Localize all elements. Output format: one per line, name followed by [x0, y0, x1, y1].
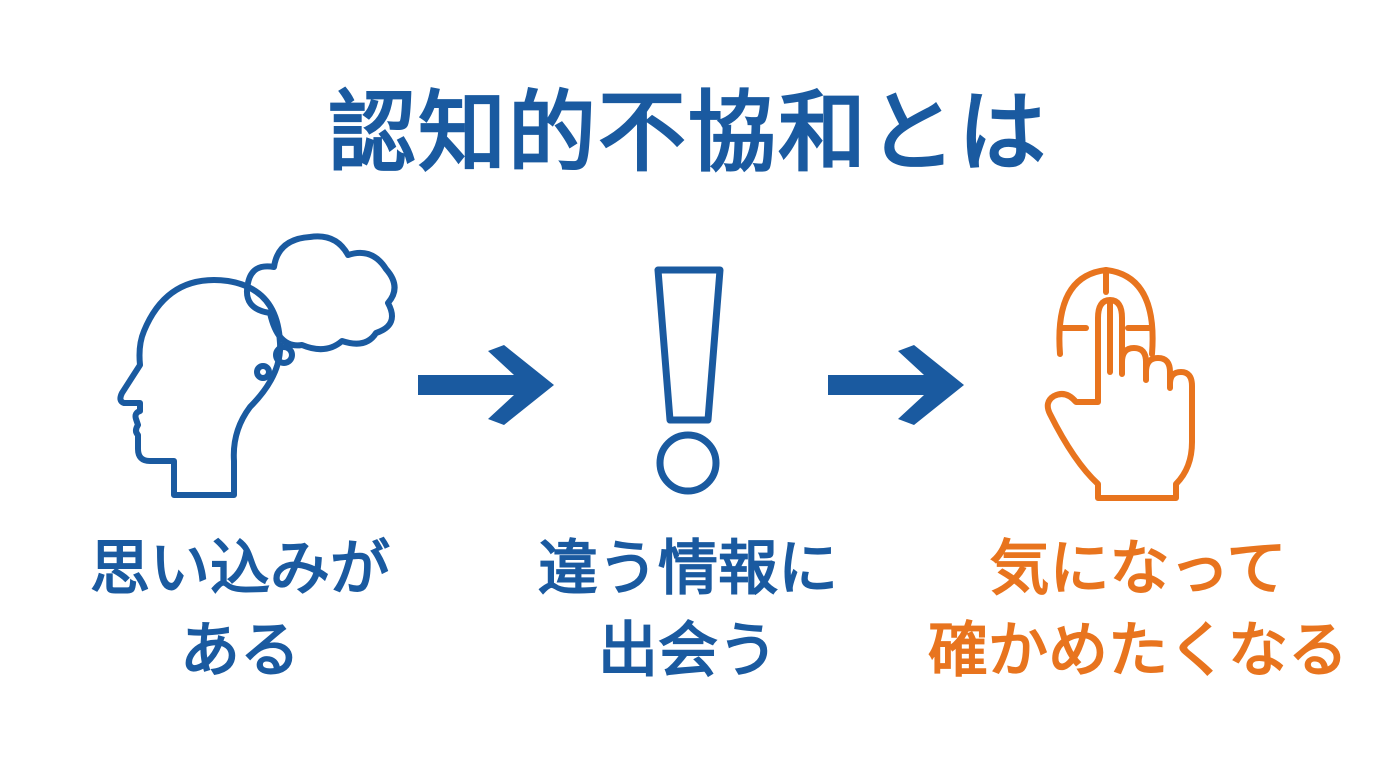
step-label-line: 確かめたくなる	[928, 616, 1348, 686]
right-arrow-icon	[828, 345, 964, 425]
right-arrow-icon	[418, 345, 554, 425]
step-label-belief: 思い込みが ある	[20, 528, 460, 692]
step-label-line: 違う情報に	[538, 534, 838, 604]
head-thought-bubble-icon	[117, 233, 398, 498]
page-title: 認知的不協和とは	[327, 81, 1048, 184]
step-label-line: ある	[180, 616, 300, 686]
exclamation-icon	[654, 266, 724, 495]
step-label-line: 思い込みが	[90, 534, 390, 604]
step-label-want-to-check: 気になって 確かめたくなる	[900, 528, 1376, 692]
step-label-different-info: 違う情報に 出会う	[468, 528, 908, 692]
step-label-line: 出会う	[598, 616, 778, 686]
hand-mouse-click-icon	[1044, 267, 1195, 501]
step-label-line: 気になって	[989, 534, 1287, 604]
